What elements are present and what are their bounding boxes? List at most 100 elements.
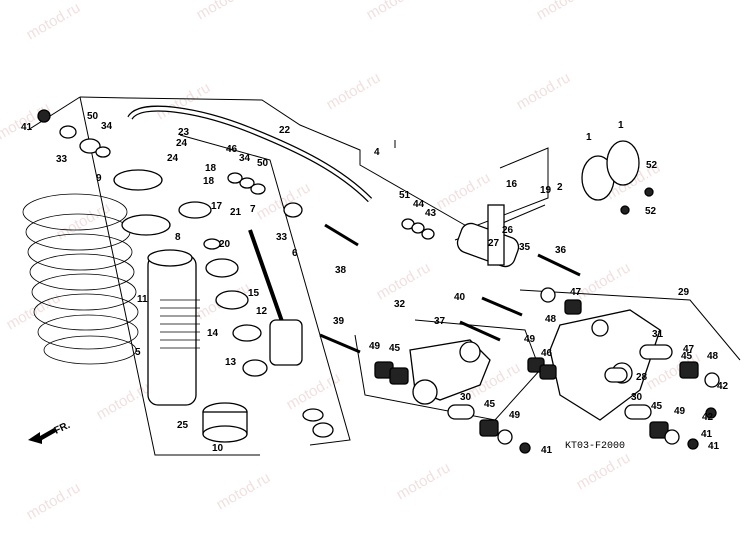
watermark-text: motod.ru (24, 0, 84, 43)
callout-c45c: 45 (681, 351, 693, 362)
callout-c49c: 49 (509, 410, 521, 421)
callout-c25: 25 (177, 420, 189, 431)
callout-c45a: 45 (389, 343, 401, 354)
bottom-cup-assembly (202, 402, 248, 443)
callout-c19: 19 (540, 185, 552, 196)
callout-c41b: 41 (541, 445, 553, 456)
watermark-text: motod.ru (534, 0, 594, 23)
shock-body (147, 249, 200, 406)
callout-c26: 26 (502, 225, 514, 236)
callout-c24b: 24 (167, 153, 179, 164)
callout-c30b: 30 (631, 392, 643, 403)
callout-c18a: 18 (205, 163, 217, 174)
watermark-text: motod.ru (214, 469, 274, 513)
callout-c1b: 1 (618, 120, 624, 131)
reservoir (456, 204, 520, 268)
callout-c29: 29 (678, 287, 690, 298)
reservoir-hose (127, 105, 373, 203)
callout-c44: 44 (413, 199, 425, 210)
callout-c16: 16 (506, 179, 518, 190)
watermark-text: motod.ru (394, 459, 454, 503)
seals-and-washers (59, 125, 435, 438)
callout-c43: 43 (425, 208, 437, 219)
watermark-text: motod.ru (514, 69, 574, 113)
callout-c5: 5 (135, 347, 141, 358)
shock-link (409, 339, 491, 405)
callout-c41d: 41 (708, 441, 720, 452)
lock-nuts (113, 169, 171, 236)
callout-c4: 4 (374, 147, 380, 158)
callout-c8: 8 (175, 232, 181, 243)
callout-c24a: 24 (176, 138, 188, 149)
callout-c1a: 1 (586, 132, 592, 143)
callout-c47a: 47 (570, 287, 582, 298)
watermark-text: motod.ru (574, 259, 634, 303)
callout-c52b: 52 (645, 206, 657, 217)
callout-c49d: 49 (674, 406, 686, 417)
callout-c50b: 50 (257, 158, 269, 169)
callout-c32: 32 (394, 299, 406, 310)
callout-c35: 35 (519, 242, 531, 253)
callout-c34a: 34 (101, 121, 113, 132)
callout-c49a: 49 (369, 341, 381, 352)
callout-c49b: 49 (524, 334, 536, 345)
watermark-text: motod.ru (434, 169, 494, 213)
callout-c15: 15 (248, 288, 260, 299)
callout-c46b: 46 (541, 348, 553, 359)
watermark-text: motod.ru (574, 449, 634, 493)
callout-c45b: 45 (484, 399, 496, 410)
callout-c46a: 46 (226, 144, 238, 155)
damper-rod (248, 229, 303, 366)
bolts (319, 223, 581, 354)
callout-c39: 39 (333, 316, 345, 327)
watermark-text: motod.ru (284, 369, 344, 413)
callout-c45d: 45 (651, 401, 663, 412)
callout-c20: 20 (219, 239, 231, 250)
callout-c34b: 34 (239, 153, 251, 164)
front-arrow-icon (28, 428, 56, 444)
callout-c33b: 33 (276, 232, 288, 243)
bearings (37, 109, 720, 454)
callout-c38: 38 (335, 265, 347, 276)
callout-c40: 40 (454, 292, 466, 303)
callout-c14: 14 (207, 328, 219, 339)
callout-c37: 37 (434, 316, 446, 327)
callout-c11: 11 (137, 294, 148, 305)
callout-c36: 36 (555, 245, 567, 256)
callout-c41a: 41 (21, 122, 33, 133)
watermark-text: motod.ru (364, 0, 424, 23)
callout-c41c: 41 (701, 429, 713, 440)
callout-c50a: 50 (87, 111, 99, 122)
watermark-text: motod.ru (94, 379, 154, 423)
callout-c48a: 48 (545, 314, 557, 325)
callout-c52a: 52 (646, 160, 658, 171)
callout-c12: 12 (256, 306, 268, 317)
diagram-code: KT03-F2000 (565, 441, 625, 452)
shock-arm (549, 309, 661, 421)
callout-c33a: 33 (56, 154, 68, 165)
watermark-text: motod.ru (24, 479, 84, 523)
front-indicator-label: FR. (53, 420, 72, 437)
reservoir-clamps (581, 140, 640, 201)
callout-c7: 7 (250, 204, 256, 215)
callout-layer: 1124567891011121314151617181819202122232… (21, 111, 729, 456)
callout-c22: 22 (279, 125, 291, 136)
watermark-text: motod.ru (194, 0, 254, 23)
callout-c28: 28 (636, 372, 648, 383)
callout-c10: 10 (212, 443, 224, 454)
callout-c51: 51 (399, 190, 411, 201)
watermark-text: motod.ru (324, 69, 384, 113)
callout-c9: 9 (96, 173, 102, 184)
collars (447, 344, 673, 420)
callout-c48b: 48 (707, 351, 719, 362)
callout-c17: 17 (211, 201, 223, 212)
callout-c27: 27 (488, 238, 500, 249)
callout-c18b: 18 (203, 176, 215, 187)
callout-c42a: 42 (702, 412, 714, 423)
watermark-text: motod.ru (54, 199, 114, 243)
callout-c13: 13 (225, 357, 237, 368)
callout-c30a: 30 (460, 392, 472, 403)
callout-c31: 31 (652, 329, 664, 340)
callout-c2: 2 (557, 182, 563, 193)
